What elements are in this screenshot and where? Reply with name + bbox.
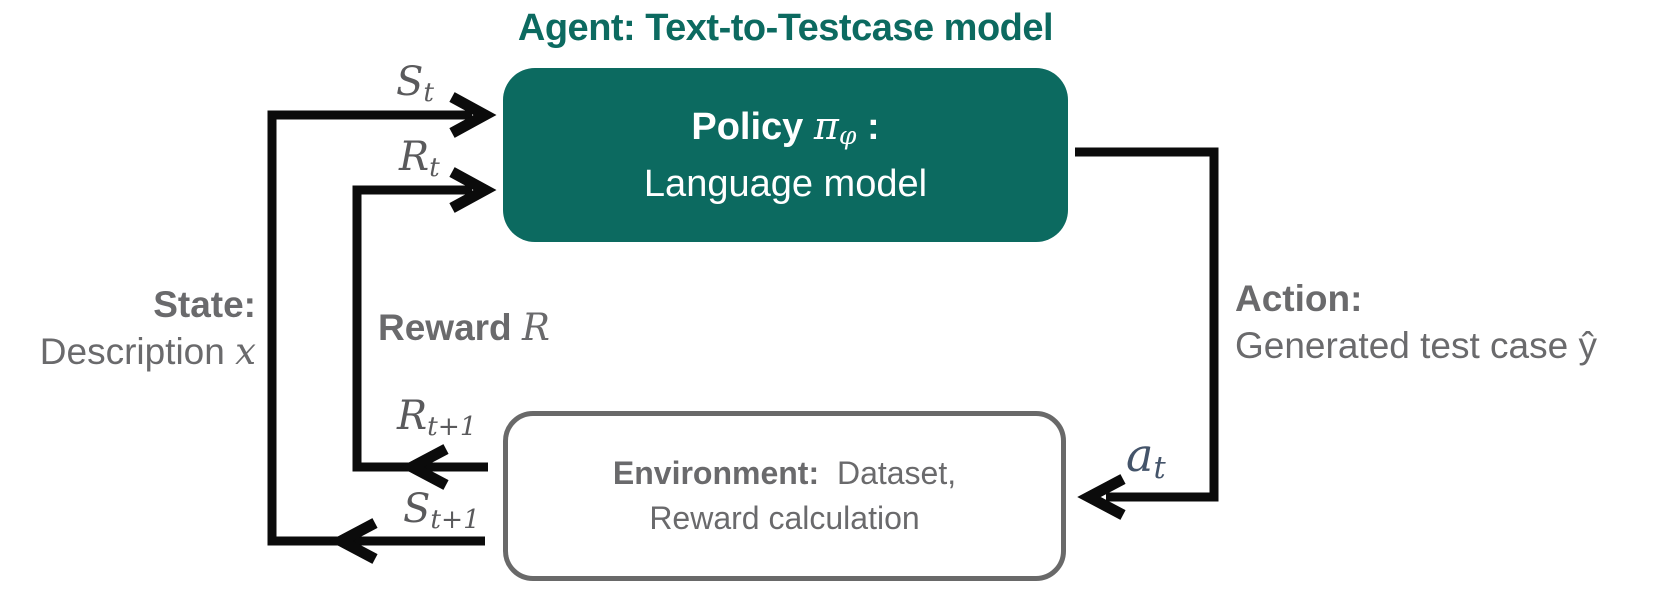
label-r-t-plus-1: Rt+1	[397, 393, 477, 439]
policy-box-subtitle: Language model	[643, 162, 928, 205]
s-t-sub: t	[423, 76, 435, 108]
environment-heading-rest: Dataset,	[836, 454, 957, 491]
pi-symbol: π	[813, 103, 839, 148]
state-arrowhead-to-policy	[449, 92, 497, 138]
state-description-text: Description	[39, 331, 225, 373]
action-description: Generated test case ŷ	[1235, 325, 1597, 367]
r-t1-base: R	[397, 393, 428, 439]
action-arrowhead-to-env	[1077, 474, 1126, 520]
action-annotation: Action: Generated test case ŷ	[1235, 275, 1597, 370]
reward-variable-r: R	[521, 306, 550, 349]
reward-annotation: Reward R	[378, 304, 550, 351]
pi-subscript: φ	[838, 121, 857, 151]
reward-arrowhead-to-policy	[449, 167, 497, 213]
s-t1-base: S	[403, 486, 431, 532]
label-a-t: at	[1126, 432, 1166, 483]
reward-arrowhead-to-loop	[400, 444, 449, 490]
agent-policy-box: Policy πφ : Language model	[503, 68, 1068, 242]
action-heading: Action:	[1235, 278, 1363, 319]
s-t1-sub: t+1	[430, 503, 480, 535]
state-variable-x: x	[235, 330, 256, 374]
environment-box: Environment: Dataset, Reward calculation	[503, 411, 1066, 581]
state-arrowhead-to-loop	[329, 518, 378, 564]
s-t-base: S	[396, 59, 424, 105]
action-loop-line	[1075, 147, 1219, 502]
diagram-title: Agent: Text-to-Testcase model	[517, 7, 1054, 49]
reward-heading: Reward	[378, 307, 512, 348]
state-annotation: State: Description x	[0, 281, 256, 376]
state-heading: State:	[153, 284, 256, 325]
policy-box-heading: Policy πφ :	[691, 98, 879, 156]
r-t-sub: t	[429, 151, 440, 183]
label-s-t-plus-1: St+1	[403, 486, 480, 532]
environment-box-line2: Reward calculation	[649, 500, 920, 536]
r-t1-sub: t+1	[427, 410, 477, 442]
a-t-sub: t	[1153, 450, 1166, 486]
a-t-base: a	[1126, 428, 1154, 482]
label-s-t: St	[396, 59, 434, 105]
label-r-t: Rt	[399, 134, 440, 180]
r-t-base: R	[399, 134, 430, 180]
policy-heading-text: Policy	[691, 105, 804, 148]
environment-heading-text: Environment:	[612, 454, 820, 491]
policy-heading-colon: :	[866, 105, 880, 148]
state-description: Description x	[0, 328, 256, 375]
environment-box-heading: Environment: Dataset,	[613, 451, 956, 496]
state-loop-line	[267, 110, 485, 546]
